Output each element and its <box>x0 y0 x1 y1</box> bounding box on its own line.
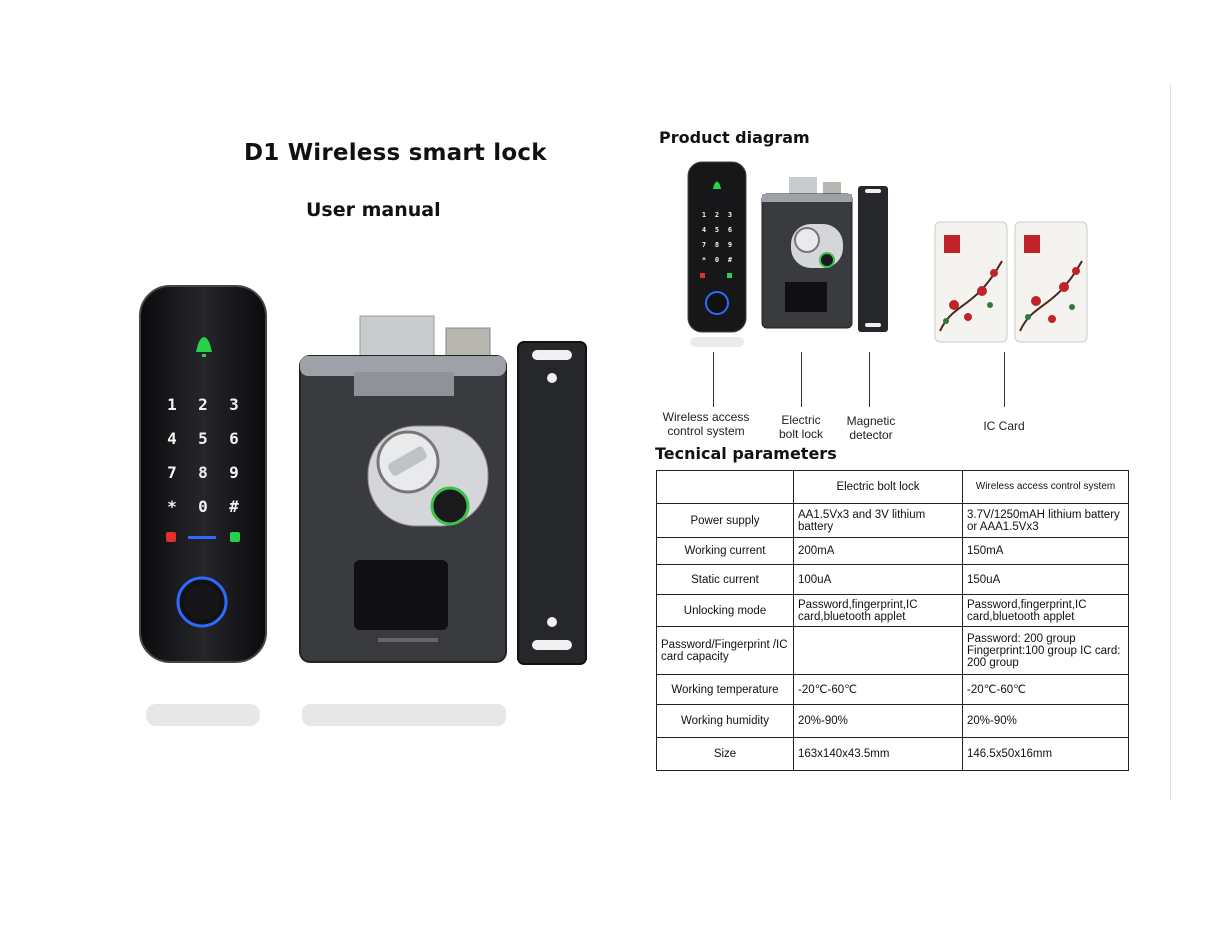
keypad-key: 7 <box>702 241 706 249</box>
keypad-key: 0 <box>715 256 719 264</box>
keypad-key: 3 <box>229 395 239 414</box>
table-row: Unlocking mode Password,fingerprint,IC c… <box>656 594 1129 627</box>
bolt-value: AA1.5Vx3 and 3V lithium battery <box>793 503 963 538</box>
leader-bolt <box>801 352 802 407</box>
keypad-key: 3 <box>728 211 732 219</box>
table-row: Working humidity 20%-90% 20%-90% <box>656 704 1129 738</box>
label-access-system: Wireless access control system <box>662 410 750 438</box>
row-label: Password/Fingerprint /IC card capacity <box>656 626 794 675</box>
row-label: Size <box>656 737 794 771</box>
keypad-key: 4 <box>167 429 177 448</box>
row-label: Working humidity <box>656 704 794 738</box>
keypad-key: 1 <box>167 395 177 414</box>
row-label: Static current <box>656 564 794 595</box>
system-value: 20%-90% <box>962 704 1129 738</box>
manual-subtitle: User manual <box>306 199 441 221</box>
bolt-lock-large <box>298 314 510 734</box>
table-row: Size 163x140x43.5mm 146.5x50x16mm <box>656 737 1129 771</box>
keypad-key: 9 <box>229 463 239 482</box>
manual-title: D1 Wireless smart lock <box>244 140 547 166</box>
system-value: Password: 200 group Fingerprint:100 grou… <box>962 626 1129 675</box>
system-value: 150uA <box>962 564 1129 595</box>
keypad-key: 2 <box>198 395 208 414</box>
bolt-value: 200mA <box>793 537 963 565</box>
leader-magnetic <box>869 352 870 407</box>
table-row: Password/Fingerprint /IC card capacity P… <box>656 626 1129 675</box>
keypad-key: 5 <box>198 429 208 448</box>
keypad-key: 1 <box>702 211 706 219</box>
header-bolt-lock: Electric bolt lock <box>793 470 963 504</box>
ic-card-1 <box>934 221 1008 343</box>
keypad-key: 2 <box>715 211 719 219</box>
header-access-system: Wireless access control system <box>962 470 1129 504</box>
label-ic-card: IC Card <box>983 419 1025 433</box>
keypad-key: 6 <box>728 226 732 234</box>
diagram-heading: Product diagram <box>659 128 810 147</box>
system-value: Password,fingerprint,IC card,bluetooth a… <box>962 594 1129 627</box>
system-value: 146.5x50x16mm <box>962 737 1129 771</box>
label-magnetic-detector: Magnetic detector <box>846 414 896 442</box>
table-row: Working temperature -20℃-60℃ -20℃-60℃ <box>656 674 1129 705</box>
row-label: Working current <box>656 537 794 565</box>
row-label: Working temperature <box>656 674 794 705</box>
label-bolt-lock: Electric bolt lock <box>778 413 824 441</box>
leader-access <box>713 352 714 407</box>
keypad-keys-small: 1 2 3 4 5 6 7 8 9 * 0 # <box>702 211 733 264</box>
table-row: Working current 200mA 150mA <box>656 537 1129 565</box>
bolt-value: 163x140x43.5mm <box>793 737 963 771</box>
bolt-value: -20℃-60℃ <box>793 674 963 705</box>
keypad-device-large: 1 2 3 4 5 6 7 8 9 * 0 # <box>138 284 268 734</box>
bolt-value: 100uA <box>793 564 963 595</box>
table-row: Static current 100uA 150uA <box>656 564 1129 595</box>
keypad-key: 8 <box>715 241 719 249</box>
leader-card <box>1004 352 1005 407</box>
keypad-key: * <box>702 256 706 264</box>
keypad-keys: 1 2 3 4 5 6 7 8 9 * 0 # <box>167 395 239 516</box>
bolt-lock-small <box>761 176 853 336</box>
params-table: Electric bolt lock Wireless access contr… <box>656 470 1129 771</box>
keypad-key: 5 <box>715 226 719 234</box>
bolt-value: Password,fingerprint,IC card,bluetooth a… <box>793 594 963 627</box>
bolt-value: 20%-90% <box>793 704 963 738</box>
system-value: 3.7V/1250mAH lithium battery or AAA1.5Vx… <box>962 503 1129 538</box>
keypad-key: 0 <box>198 497 208 516</box>
params-header-row: Electric bolt lock Wireless access contr… <box>656 470 1129 504</box>
keypad-key: # <box>728 256 733 264</box>
magnetic-detector-large <box>516 340 588 670</box>
system-value: -20℃-60℃ <box>962 674 1129 705</box>
page-fold-line <box>1170 85 1171 800</box>
params-heading: Tecnical parameters <box>655 444 837 463</box>
table-row: Power supply AA1.5Vx3 and 3V lithium bat… <box>656 503 1129 538</box>
keypad-device-small: 1 2 3 4 5 6 7 8 9 * 0 # <box>687 161 747 351</box>
keypad-key: # <box>229 497 239 516</box>
header-blank <box>656 470 794 504</box>
magnetic-detector-small <box>857 185 889 335</box>
ic-card-2 <box>1014 221 1088 343</box>
keypad-key: 6 <box>229 429 239 448</box>
keypad-key: 9 <box>728 241 732 249</box>
row-label: Power supply <box>656 503 794 538</box>
bolt-value <box>793 626 963 675</box>
keypad-key: 4 <box>702 226 706 234</box>
system-value: 150mA <box>962 537 1129 565</box>
keypad-key: 7 <box>167 463 177 482</box>
keypad-key: * <box>167 497 177 516</box>
row-label: Unlocking mode <box>656 594 794 627</box>
params-body: Power supply AA1.5Vx3 and 3V lithium bat… <box>656 503 1129 771</box>
keypad-key: 8 <box>198 463 208 482</box>
